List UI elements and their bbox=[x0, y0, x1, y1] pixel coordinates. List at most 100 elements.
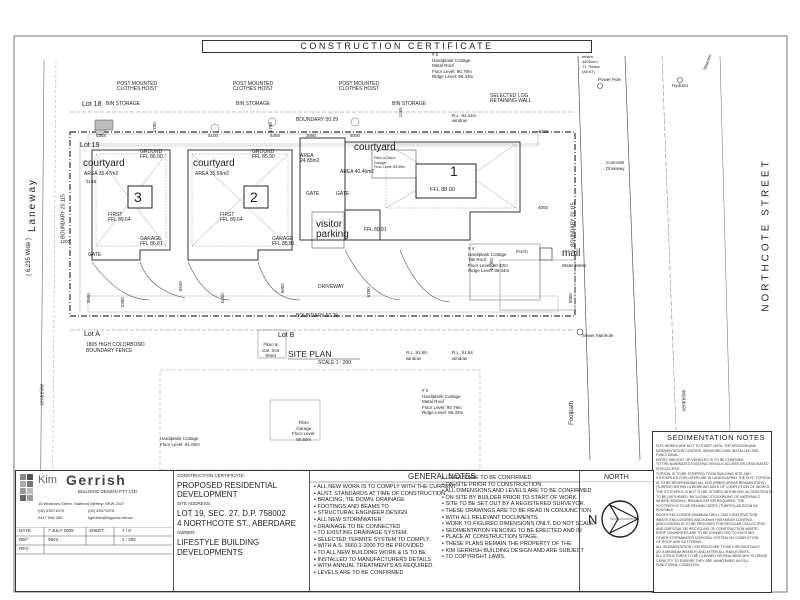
owner-name: LIFESTYLE BUILDING DEVELOPMENTS bbox=[177, 538, 260, 557]
title-block: Kim Gerrish BUILDING DESIGN PTY LTD 15 W… bbox=[15, 470, 654, 592]
note-line: ▪ SITE TO BE SET OUT BY A REGISTERED SUR… bbox=[442, 501, 586, 508]
ffl-unit-1: FFL 88.00 bbox=[430, 187, 455, 193]
note-line: SITE ACCESS. bbox=[656, 466, 680, 471]
dim-5358: 5358 bbox=[96, 133, 107, 138]
note-line: THE STOCKPILE IS NOT TO BE STORED WITHIN… bbox=[656, 489, 773, 494]
note-line: (AT A MINIMUM WEEKLY) AND AFTER ALL RAIN… bbox=[656, 549, 751, 554]
driveway-curve-1 bbox=[91, 261, 151, 301]
company-fax: (02) 49371579 bbox=[88, 508, 115, 513]
dim-4000: 4000 bbox=[538, 205, 549, 210]
note-line: WHERE SEEDING, REHABILITATION REQUIRED, … bbox=[656, 499, 745, 504]
mail-label: mail bbox=[562, 248, 581, 259]
driveway-curve-5 bbox=[399, 249, 451, 303]
telstra-label: telstra 4805mm T1 Telstra (88.67) bbox=[582, 54, 600, 74]
site-label: SITE ADDRESS: bbox=[177, 501, 212, 506]
company-mobile: 0417 556 180 bbox=[38, 515, 63, 520]
note-line: (ENCLOSURE) IS TO BE PROVIDED FOR REGULA… bbox=[656, 522, 765, 527]
note-line: SEDIMENTATION CONTROL MEASURES ARE INSTA… bbox=[656, 448, 759, 453]
note-line: ENTRY AND EXIT OF VEHICLES IS TO BE CONF… bbox=[656, 457, 744, 462]
unit-3-outline bbox=[91, 149, 171, 261]
page-title: CONSTRUCTION CERTIFICATE bbox=[202, 40, 592, 53]
note-line: SITE WORKS ARE NOT TO START UNTIL THE ER… bbox=[656, 444, 757, 448]
garage-label-2: GARAGE FFL 85.81 bbox=[272, 236, 295, 247]
hardiplank-left: Hardiplank Cottage Floor Level: 91.05m bbox=[160, 436, 200, 447]
street-edge-4 bbox=[719, 55, 731, 431]
unit-2-box bbox=[243, 185, 269, 209]
unit-3-box bbox=[127, 185, 153, 209]
note-line: ▪ ALL NEW STORMWATER bbox=[314, 516, 382, 523]
general-notes-section: GENERAL NOTES ▪ ALL NEW WORK IS TO COMPL… bbox=[309, 471, 595, 591]
middle-building-outline bbox=[299, 137, 381, 241]
courtyard-area-2: AREA 35.56m2 bbox=[195, 171, 230, 177]
dim-4020: 4020 bbox=[538, 129, 549, 134]
driveway-curve-2 bbox=[187, 261, 231, 301]
fibro-shed-label: Fibro & Gal. Iron Shed bbox=[262, 342, 280, 358]
fibro-stone-garage bbox=[371, 149, 417, 179]
site-plan-scale: SCALE 1 : 200 bbox=[318, 360, 352, 366]
company-phone: (02) 49371579 bbox=[38, 508, 65, 513]
note-line: ▪ THESE DRAWINGS ARE TO BE READ IN CONJU… bbox=[442, 507, 592, 514]
courtyard-label-3: courtyard bbox=[83, 158, 125, 169]
hatch-strip-top bbox=[87, 133, 539, 147]
note-line: ALL STRUCTURES TO BE CLEANED OR REACHING… bbox=[656, 554, 768, 559]
clothes-hoist-2 bbox=[210, 123, 220, 133]
post-clothes-label-2: POST MOUNTED CLOTHES HOIST bbox=[232, 81, 274, 92]
note-line: ▪ SELECTED TERMITE SYSTEM TO COMPLY bbox=[314, 536, 430, 543]
power-pole bbox=[597, 83, 603, 89]
driveway-curve-3 bbox=[257, 261, 301, 301]
clothes-hoist-3 bbox=[267, 117, 277, 127]
note-line: ▪ LEVELS ARE TO BE CONFIRMED bbox=[442, 475, 532, 481]
note-line: POSSIBLE. bbox=[656, 508, 675, 513]
note-line: TOPSOIL IS TO BE STRIPPED FROM BUILDING … bbox=[656, 471, 751, 476]
note-line: ▪ INSTALLED TO MANUFACTURERS DETAILS bbox=[314, 556, 432, 563]
driveway-curve-4 bbox=[344, 249, 401, 301]
note-line: (TURFED) WITHIN 14 WORKING DAYS OF COMPL… bbox=[656, 485, 771, 490]
sedimentation-body: SITE WORKS ARE NOT TO START UNTIL THE ER… bbox=[656, 444, 773, 568]
street-edge-2 bbox=[624, 55, 641, 461]
neighbour-shed bbox=[257, 329, 287, 359]
north-letter: N bbox=[588, 512, 598, 527]
note-line: ROOF DOWNPIPES ARE TO BE CONNECTED TO EX… bbox=[656, 531, 754, 536]
fibro-garage-label: Fibro Garage Floor Level: 90.50m bbox=[292, 420, 316, 442]
note-line: FOOTPATH IS TO BE REHABILITATED (TURFED)… bbox=[656, 503, 758, 508]
general-notes-left: ▪ ALL NEW WORK IS TO COMPLY WITH THE CUR… bbox=[314, 484, 456, 576]
concrete-label: Concrete Driveway bbox=[606, 160, 625, 171]
hydrant-label: Hydrant bbox=[672, 83, 688, 88]
lot-b-label: Lot B bbox=[278, 332, 295, 339]
dim-6000: 6000 bbox=[350, 133, 361, 138]
sedimentation-title: SEDIMENTATION NOTES bbox=[667, 433, 765, 442]
company-last-name: Gerrish bbox=[66, 472, 127, 488]
street-edge-1 bbox=[577, 55, 591, 461]
project-section: CONSTRUCTION CERTIFICATE: PROPOSED RESID… bbox=[173, 471, 309, 591]
bin-storage-label-1: BIN STORAGE bbox=[106, 101, 141, 107]
note-line: ▪ ALL DIMENSIONS AND LEVELS ARE TO BE CO… bbox=[442, 488, 592, 495]
unit-2-ridge-3 bbox=[191, 199, 241, 247]
unit-2-ridge-1 bbox=[191, 153, 241, 201]
company-email: kgerrish@bigpond.net.au bbox=[88, 515, 133, 520]
lot-18-label: Lot 18 bbox=[82, 101, 102, 108]
note-line: ▪ TO ALL NEW BUILDING WORK & IS TO BE bbox=[314, 549, 426, 556]
unit-3-ridge-3 bbox=[95, 199, 132, 247]
first-label-2: FIRST FFL 89.64 bbox=[220, 212, 243, 223]
rl-window-label: R.L. 91.11m window bbox=[452, 113, 477, 123]
note-line: ▪ ON SITE PRIOR TO CONSTRUCTION. bbox=[442, 481, 543, 488]
power-pole-label: Power Pole bbox=[598, 77, 622, 82]
note-line: ▪ ON SITE BY BUILDER PRIOR TO START OF W… bbox=[442, 494, 578, 501]
north-label: NORTH bbox=[604, 474, 629, 481]
water-meter-label: Water Meter bbox=[562, 263, 587, 268]
project-name: PROPOSED RESIDENTIAL DEVELOPMENT bbox=[177, 481, 278, 499]
note-line: ▪ TO EXISTING DRAINAGE SYSTEM. bbox=[314, 530, 409, 537]
site-address: LOT 19, SEC. 27, D.P. 758002 4 NORTHCOTE… bbox=[177, 509, 296, 528]
general-notes-title: GENERAL NOTES bbox=[408, 472, 476, 481]
lot-19-boundary bbox=[69, 131, 576, 317]
note-line: IS TO BE RESPREADING ALL DISTURBED AREAS… bbox=[656, 480, 766, 485]
hardiplank-bottom: # 2 Hardiplank Cottage Metal Roof Floor … bbox=[422, 388, 464, 415]
note-line: FUNCTIONAL CONDITION. bbox=[656, 563, 700, 568]
unit-3-number: 3 bbox=[134, 189, 142, 205]
unit-1-outline bbox=[344, 141, 521, 241]
rl-window-b: R.L. 91.84 window bbox=[452, 350, 473, 361]
note-line: ▪ WITH A.S. 3660.1-2000 TO BE PROVIDED bbox=[314, 543, 424, 550]
company-section: Kim Gerrish BUILDING DESIGN PTY LTD 15 W… bbox=[16, 471, 172, 563]
